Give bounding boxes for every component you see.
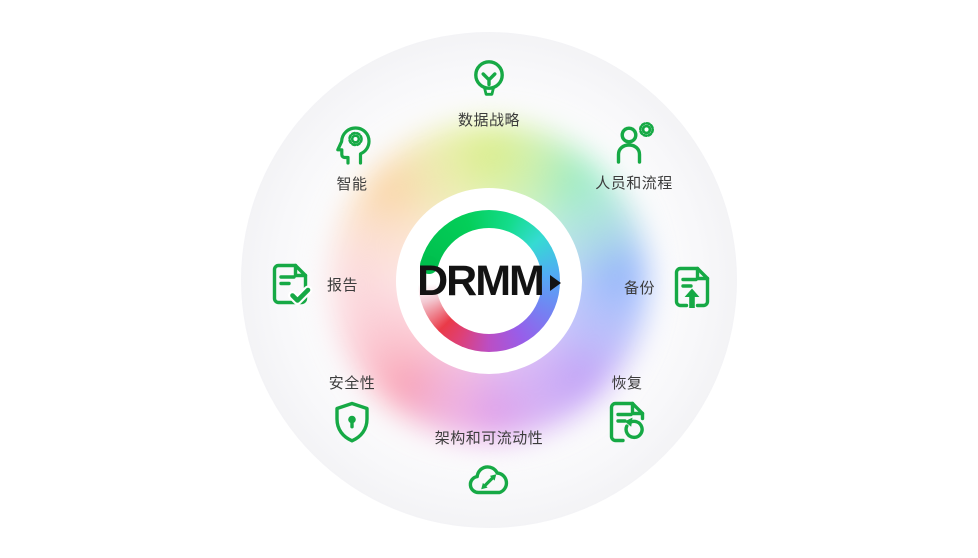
head-gear-icon bbox=[328, 120, 376, 168]
lightbulb-icon bbox=[465, 56, 513, 104]
node-label: 备份 bbox=[624, 279, 656, 297]
drmm-logo: DRMM bbox=[396, 188, 582, 374]
document-upload-icon bbox=[668, 263, 716, 311]
node-intelligence: 智能 bbox=[292, 120, 412, 194]
node-recovery: 恢复 bbox=[596, 372, 658, 446]
node-backup: 备份 bbox=[624, 263, 716, 311]
node-label: 安全性 bbox=[328, 375, 376, 392]
ring-hole bbox=[436, 228, 542, 334]
node-label: 人员和流程 bbox=[595, 175, 673, 192]
rainbow-ring bbox=[418, 210, 560, 352]
play-arrow-icon bbox=[549, 274, 561, 291]
node-data-strategy: 数据战略 bbox=[419, 56, 559, 130]
node-security: 安全性 bbox=[321, 372, 383, 446]
cloud-arrows-icon bbox=[465, 453, 513, 501]
node-label: 报告 bbox=[327, 276, 359, 294]
ring-start-cap bbox=[420, 256, 438, 274]
drmm-logo-text: DRMM bbox=[417, 256, 545, 305]
shield-lock-icon bbox=[328, 398, 376, 446]
node-architecture-and-mobility: 架构和可流动性 bbox=[419, 427, 559, 501]
document-check-icon bbox=[266, 260, 314, 308]
node-label: 架构和可流动性 bbox=[434, 430, 544, 447]
node-label: 智能 bbox=[336, 176, 368, 193]
node-label: 数据战略 bbox=[457, 112, 520, 129]
person-gear-icon bbox=[610, 119, 658, 167]
document-restore-icon bbox=[603, 398, 651, 446]
node-label: 恢复 bbox=[611, 375, 643, 392]
node-report: 报告 bbox=[266, 260, 358, 308]
drmm-center-button[interactable]: DRMM bbox=[396, 188, 582, 374]
node-people-and-process: 人员和流程 bbox=[574, 119, 694, 193]
